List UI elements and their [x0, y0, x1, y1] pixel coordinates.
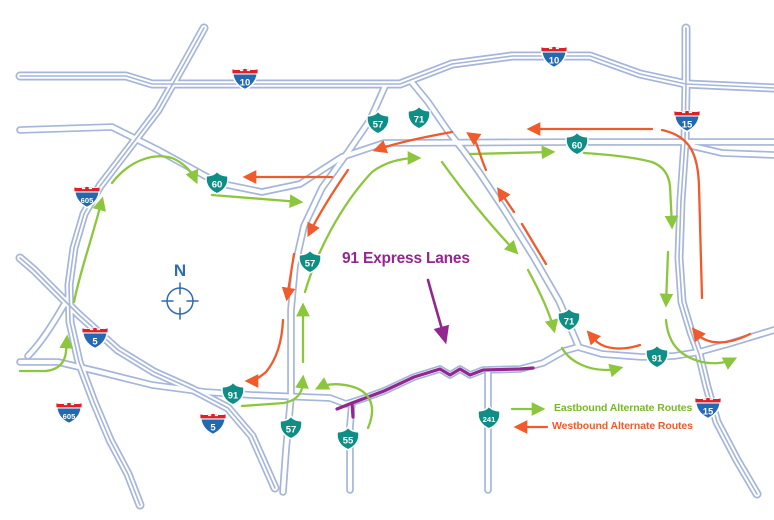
svg-text:71: 71	[564, 317, 575, 328]
shield-state-71-b: 71	[558, 308, 580, 331]
shield-state-55: 55	[337, 427, 359, 450]
shield-state-71-a: 71	[408, 106, 430, 129]
svg-text:241: 241	[483, 415, 496, 424]
svg-text:10: 10	[240, 78, 251, 89]
shield-state-57-c: 57	[280, 416, 302, 439]
shield-interstate-5-a: 5	[82, 327, 108, 349]
shield-state-60-a: 60	[206, 171, 228, 194]
svg-text:15: 15	[682, 120, 693, 131]
shield-state-241: 241	[478, 406, 500, 429]
shield-state-60-b: 60	[566, 132, 588, 155]
express-lanes-pointer-arrow	[426, 278, 450, 345]
eastbound-route-arrows	[18, 145, 738, 430]
svg-text:15: 15	[703, 407, 714, 418]
shield-interstate-605-b: 605	[56, 402, 82, 424]
compass-north-label: N	[173, 261, 187, 280]
legend-eastbound-label: Eastbound Alternate Routes	[554, 402, 693, 414]
svg-text:57: 57	[373, 120, 384, 131]
svg-text:5: 5	[92, 337, 98, 348]
express-lanes-segment	[335, 366, 535, 419]
compass-icon	[161, 282, 199, 320]
shield-state-91-a: 91	[222, 382, 244, 405]
shield-interstate-605-a: 605	[74, 186, 100, 208]
svg-text:91: 91	[652, 354, 663, 365]
shield-state-91-b: 91	[646, 345, 668, 368]
shield-interstate-10-a: 10	[232, 68, 258, 90]
svg-text:57: 57	[286, 425, 297, 436]
svg-text:10: 10	[549, 56, 560, 67]
shield-interstate-15-a: 15	[674, 110, 700, 132]
express-lanes-label: 91 Express Lanes	[342, 250, 470, 267]
shield-state-57-b: 57	[299, 250, 321, 273]
route-shields: 10 10 15 15 605 605 5 5 60 60 57 57 57 7…	[56, 46, 721, 450]
svg-text:91: 91	[228, 391, 239, 402]
svg-text:605: 605	[81, 196, 94, 205]
shield-interstate-10-b: 10	[541, 46, 567, 68]
svg-text:55: 55	[343, 436, 354, 447]
svg-text:60: 60	[572, 141, 583, 152]
svg-text:57: 57	[305, 259, 316, 270]
svg-text:5: 5	[210, 423, 216, 434]
legend-westbound-label: Westbound Alternate Routes	[552, 420, 693, 432]
westbound-route-arrows	[242, 122, 752, 388]
svg-text:60: 60	[212, 180, 223, 191]
svg-text:605: 605	[63, 412, 76, 421]
shield-state-57-a: 57	[367, 111, 389, 134]
shield-interstate-5-b: 5	[200, 413, 226, 435]
shield-interstate-15-b: 15	[695, 397, 721, 419]
svg-text:71: 71	[414, 115, 425, 126]
